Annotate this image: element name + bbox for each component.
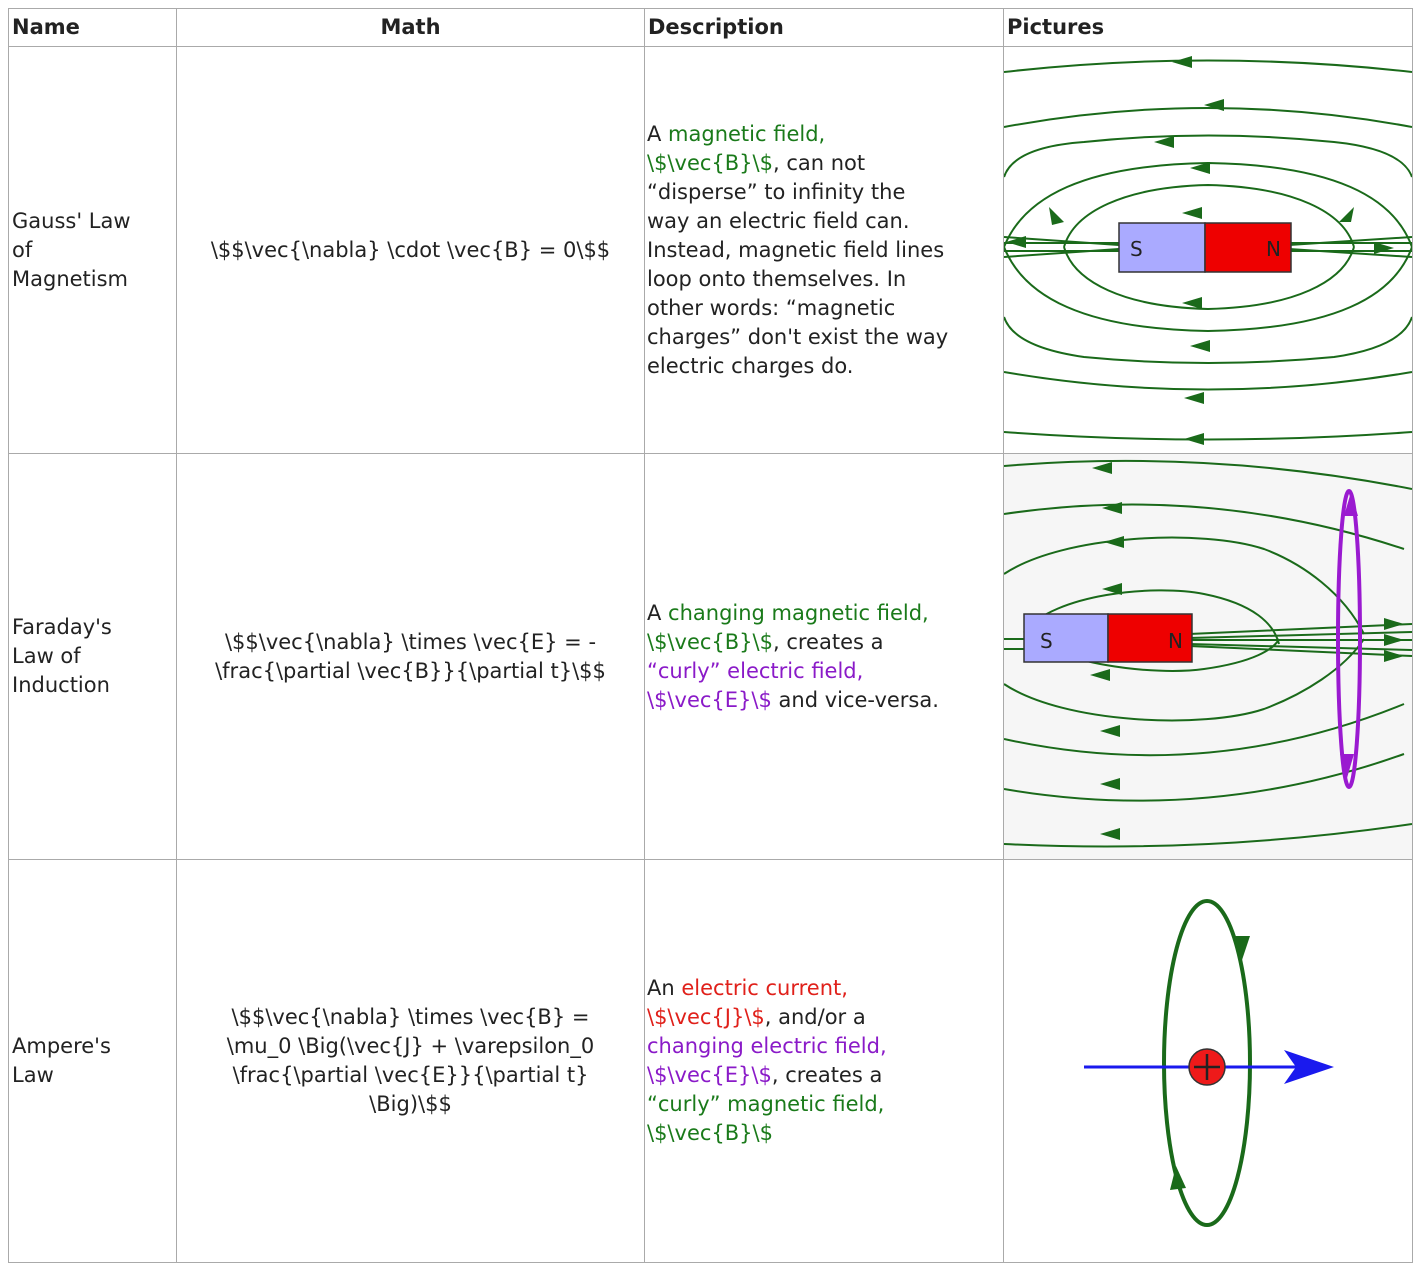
law-name-line: Induction [12, 673, 110, 697]
field-arrow-icon [1006, 56, 1394, 445]
curly-magnetic-field-link[interactable]: “curly” magnetic field, [647, 1092, 885, 1116]
changing-magnetic-field-link[interactable]: changing magnetic field, [668, 600, 929, 625]
math-cell: \$$\vec{\nabla} \times \vec{B} = \mu_0 \… [176, 859, 645, 1263]
math-line: \Big)\$$ [369, 1092, 452, 1116]
magnetic-field-link[interactable]: magnetic field, [668, 121, 826, 146]
desc-text: way an electric field can. [647, 208, 910, 233]
desc-text: A [647, 600, 669, 625]
law-name-line: Law [12, 1063, 54, 1087]
j-vector-link[interactable]: \$\vec{J}\$ [647, 1005, 765, 1029]
desc-text: , can not [772, 150, 866, 175]
field-arrow-icon [1090, 462, 1404, 840]
desc-text: charges” don't exist the way [647, 324, 949, 349]
math-line: \$$\vec{\nabla} \times \vec{B} = [231, 1005, 590, 1029]
b-vector-link[interactable]: \$\vec{B}\$ [647, 629, 773, 654]
maxwell-equations-table: Name Math Description Pictures Gauss' La… [8, 8, 1413, 1263]
electric-current-link[interactable]: electric current, [681, 976, 848, 1000]
desc-text: , creates a [772, 629, 884, 654]
math-cell: \$$\vec{\nabla} \times \vec{E} = - \frac… [176, 453, 645, 860]
ampere-diagram [1084, 899, 1334, 1227]
magnet-south-pole [1118, 222, 1206, 273]
table-row: Faraday's Law of Induction \$$\vec{\nabl… [8, 453, 1413, 860]
current-arrow-icon [1284, 1050, 1334, 1084]
desc-text: Instead, magnetic field lines [647, 237, 945, 262]
b-vector-link[interactable]: \$\vec{B}\$ [647, 1121, 773, 1145]
bar-magnet-field-diagram: S N [1004, 56, 1412, 445]
magnetic-arrow-icon [1170, 1166, 1186, 1190]
desc-text: and vice-versa. [771, 687, 939, 712]
induction-diagram: S N [1004, 454, 1412, 859]
b-vector-link[interactable]: \$\vec{B}\$ [647, 150, 773, 175]
math-line: \frac{\partial \vec{E}}{\partial t} [232, 1063, 589, 1087]
north-label: N [1266, 237, 1281, 261]
law-name-line: Gauss' Law [12, 208, 131, 233]
law-name-line: Ampere's [12, 1034, 111, 1058]
math-line: \mu_0 \Big(\vec{J} + \varepsilon_0 [226, 1034, 595, 1058]
header-row: Name Math Description Pictures [8, 8, 1413, 47]
desc-text: , and/or a [764, 1005, 866, 1029]
north-label: N [1168, 629, 1183, 653]
magnetic-arrow-icon [1232, 936, 1250, 960]
header-pictures: Pictures [1003, 8, 1413, 47]
plus-icon [1194, 1054, 1220, 1080]
header-math: Math [176, 8, 645, 47]
picture-cell: S N [1003, 453, 1413, 860]
law-name-line: Law of [12, 644, 81, 668]
description-cell: An electric current, \$\vec{J}\$, and/or… [644, 859, 1004, 1263]
picture-cell: S N [1003, 46, 1413, 454]
e-vector-link[interactable]: \$\vec{E}\$ [647, 687, 772, 712]
desc-text: other words: “magnetic [647, 295, 896, 320]
magnet-north-pole [1107, 613, 1193, 663]
desc-text: A [647, 121, 669, 146]
law-name-line: Faraday's [12, 615, 112, 639]
curly-magnetic-loop [1162, 899, 1252, 1227]
description-cell: A magnetic field, \$\vec{B}\$, can not “… [644, 46, 1004, 454]
math-line: \frac{\partial \vec{B}}{\partial t}\$$ [215, 658, 606, 683]
electric-arrow-icon [1344, 492, 1358, 516]
south-label: S [1040, 629, 1053, 653]
header-name: Name [8, 8, 177, 47]
law-name-line: of [12, 237, 33, 262]
picture-cell [1003, 859, 1413, 1263]
table-row: Gauss' Law of Magnetism \$$\vec{\nabla} … [8, 46, 1413, 454]
header-description: Description [644, 8, 1004, 47]
description-cell: A changing magnetic field, \$\vec{B}\$, … [644, 453, 1004, 860]
south-label: S [1130, 237, 1143, 261]
electric-arrow-icon [1340, 754, 1354, 778]
changing-electric-field-link[interactable]: changing electric field, [647, 1034, 887, 1058]
desc-text: , creates a [771, 1063, 883, 1087]
table-row: Ampere's Law \$$\vec{\nabla} \times \vec… [8, 859, 1413, 1263]
math-line: \$$\vec{\nabla} \cdot \vec{B} = 0\$$ [210, 237, 611, 262]
math-cell: \$$\vec{\nabla} \cdot \vec{B} = 0\$$ [176, 46, 645, 454]
law-name-cell: Faraday's Law of Induction [8, 453, 177, 860]
desc-text: electric charges do. [647, 353, 854, 378]
curly-electric-loop [1336, 489, 1362, 789]
law-name-cell: Gauss' Law of Magnetism [8, 46, 177, 454]
desc-text: An [647, 976, 682, 1000]
desc-text: “disperse” to infinity the [647, 179, 906, 204]
desc-text: loop onto themselves. In [647, 266, 907, 291]
law-name-line: Magnetism [12, 266, 129, 291]
e-vector-link[interactable]: \$\vec{E}\$ [647, 1063, 772, 1087]
curly-electric-field-link[interactable]: “curly” electric field, [647, 658, 864, 683]
magnet-south-pole [1023, 613, 1109, 663]
law-name-cell: Ampere's Law [8, 859, 177, 1263]
magnet-north-pole [1204, 222, 1292, 273]
math-line: \$$\vec{\nabla} \times \vec{E} = - [224, 629, 597, 654]
